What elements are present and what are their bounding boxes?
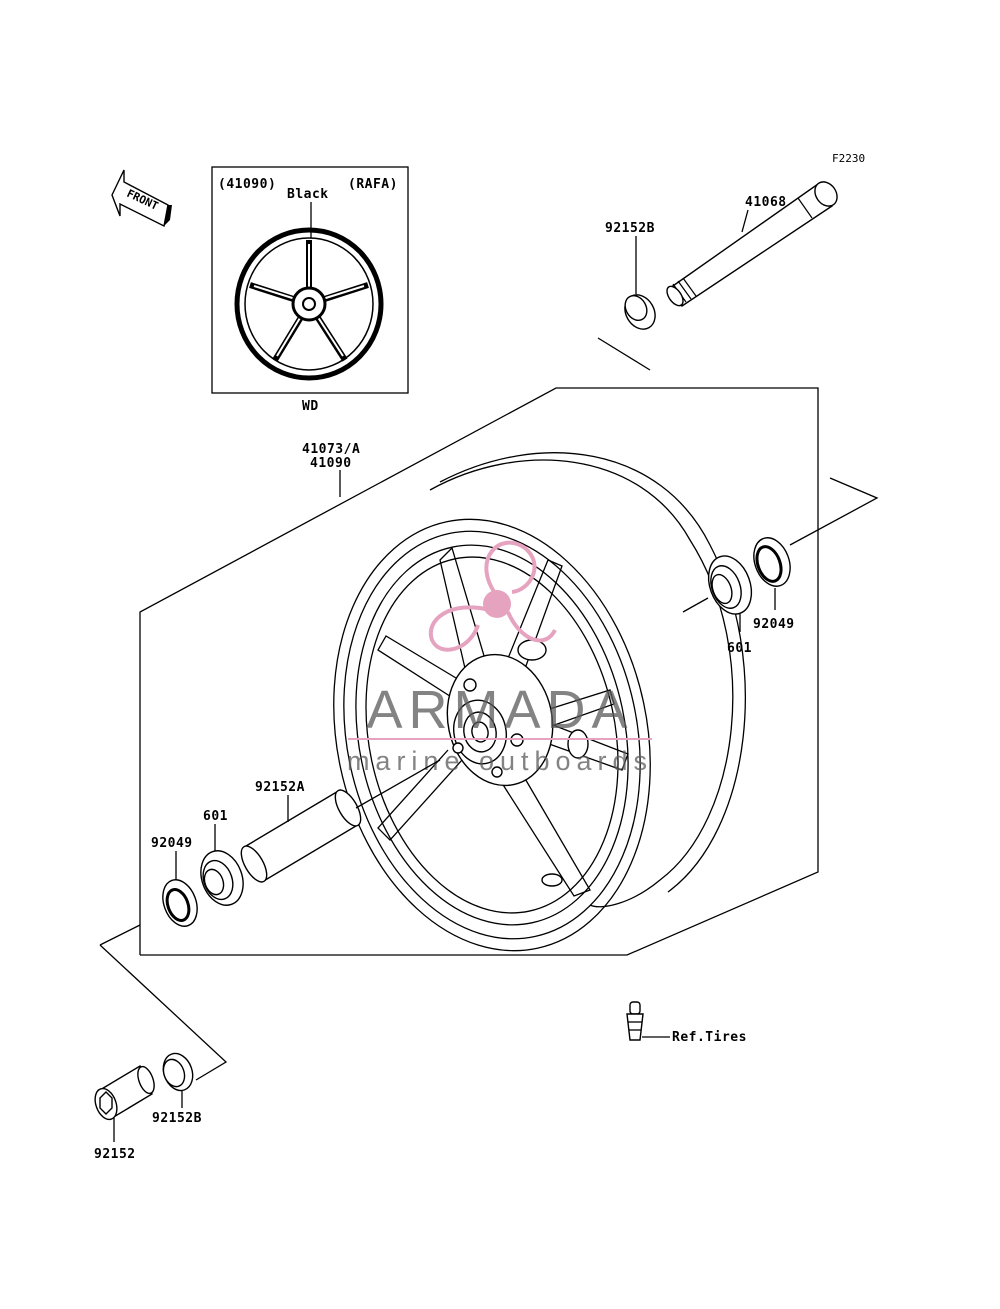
collar-lower-label: 92152B <box>152 1111 202 1126</box>
collar-upper-part: 92152B <box>597 221 656 371</box>
wheel-main-part <box>333 452 746 952</box>
axle-label: 41068 <box>745 195 787 210</box>
inset-variant: (RAFA) <box>348 177 398 192</box>
bearing-left-label: 601 <box>203 809 228 824</box>
spacer-label: 92152A <box>255 780 305 795</box>
watermark-tagline: marine outboards <box>347 746 653 776</box>
valve-ref-label: Ref.Tires <box>672 1030 747 1045</box>
seal-left-label: 92049 <box>151 836 193 851</box>
watermark-propeller-icon <box>428 540 557 652</box>
collar-lower-part: 92152B <box>152 1052 202 1126</box>
axle-part: 41068 <box>666 181 838 307</box>
bearing-left-part: 601 <box>200 809 244 906</box>
inset-wheel-icon <box>234 227 384 381</box>
collar-side-label: 92152 <box>94 1147 136 1162</box>
bearing-right-part: 601 <box>707 555 753 656</box>
seal-right-part: 92049 <box>753 537 795 632</box>
seal-right-label: 92049 <box>753 617 795 632</box>
inset-part-number: (41090) <box>218 177 276 192</box>
watermark-hub-icon <box>483 590 511 618</box>
seal-left-part: 92049 <box>151 836 198 927</box>
assembly-frame <box>99 387 879 1081</box>
inset-color: Black <box>287 187 329 202</box>
watermark-logo: ARMADA marine outboards <box>347 540 653 776</box>
watermark-brand: ARMADA <box>366 680 633 740</box>
front-arrow-icon: FRONT <box>111 169 172 228</box>
bearing-right-label: 601 <box>727 641 752 656</box>
inset-caption: WD <box>302 399 319 414</box>
collar-side-part: 92152 <box>94 1064 155 1162</box>
wheel-label-2: 41090 <box>310 456 352 471</box>
diagram-code: F2230 <box>832 152 865 165</box>
inset-panel: (41090) Black (RAFA) W <box>211 166 409 414</box>
collar-upper-label: 92152B <box>605 221 655 236</box>
wheel-label-1: 41073/A <box>302 442 360 457</box>
spacer-part: 92152A <box>240 759 441 884</box>
valve-part: Ref.Tires <box>626 1001 747 1045</box>
